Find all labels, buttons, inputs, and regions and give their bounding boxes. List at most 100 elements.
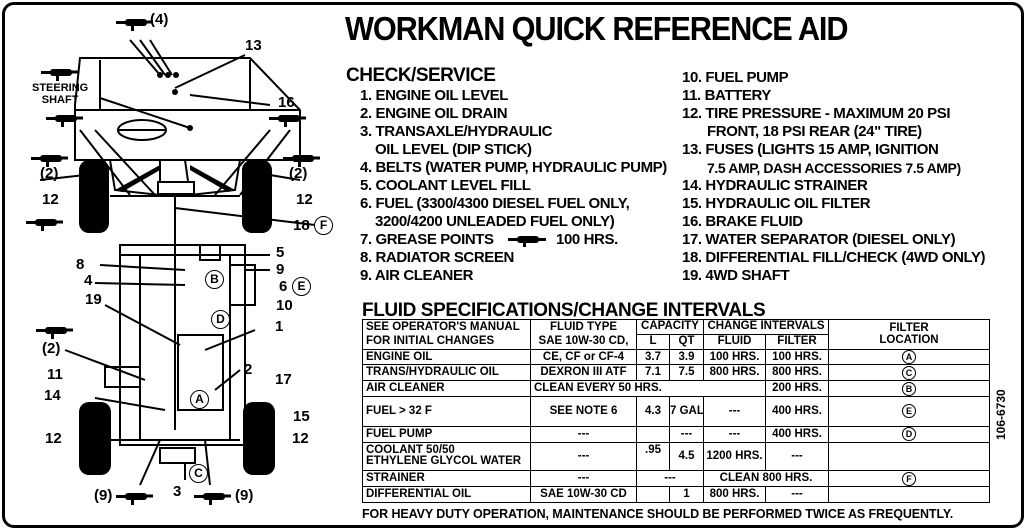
location-f-icon: F [902,471,917,486]
header-quarts: QT [669,333,704,350]
footer-note: FOR HEAVY DUTY OPERATION, MAINTENANCE SH… [362,507,954,521]
belt-right [190,165,235,192]
location-b-icon: B [902,381,917,396]
row-filter-interval: --- [764,441,830,472]
row-location: F [828,470,991,488]
row-location: E [828,396,991,427]
windshield-outline [99,60,251,111]
row-clean-note: CLEAN EVERY 50 HRS. [530,380,766,398]
check-item-3: 3. TRANSAXLE/HYDRAULIC [360,123,553,140]
coolant-line2: ETHYLENE GLYCOL WATER [366,455,522,468]
grease-gun-icon [508,236,546,247]
steering-shaft-label: STEERING SHAFT [32,82,88,106]
first-fluid-type: SAE 10W-30 CD, [530,334,637,350]
callout-12-left-bottom: 12 [45,430,62,447]
check-item-16: 16. BRAKE FLUID [682,213,803,230]
table-row: STRAINER --- --- CLEAN 800 HRS. F [362,470,991,488]
table-row: TRANS/HYDRAULIC OIL DEXRON III ATF 7.1 7… [362,364,991,382]
fuel-tank [229,264,256,306]
header-liters: L [636,333,670,350]
table-row: AIR CLEANER CLEAN EVERY 50 HRS. 200 HRS.… [362,380,991,398]
steering-label-line1: STEERING [32,82,89,94]
header-fluid-type: FLUID TYPE [530,319,637,335]
row-name: COOLANT 50/50 ETHYLENE GLYCOL WATER [362,441,531,472]
callout-19: 19 [85,291,102,308]
location-e-diagram: E [292,277,311,296]
row-quarts: --- [636,470,704,488]
callout-12-left-top: 12 [42,191,59,208]
row-location: A [828,348,991,366]
check-item-2: 2. ENGINE OIL DRAIN [360,105,508,122]
header-filter: FILTER [764,333,830,350]
row-clean-interval: CLEAN 800 HRS. [702,470,830,488]
callout-4-mid: 4 [84,272,93,289]
table-header-row: SEE OPERATOR'S MANUAL FLUID TYPE CAPACIT… [362,319,991,350]
callout-12-right-top: 12 [296,191,313,208]
row-name: ENGINE OIL [362,348,531,366]
row-fluid-interval: 100 HRS. [703,348,766,366]
callout-4-top: (4) [150,11,169,28]
row-filter-interval: --- [764,486,830,503]
machine-service-diagram [26,19,320,505]
row-name: DIFFERENTIAL OIL [362,486,531,503]
table-row: DIFFERENTIAL OIL SAE 10W-30 CD 1 800 HRS… [362,486,991,503]
callout-2-left: (2) [40,165,59,182]
tire-rear-left [79,402,111,475]
row-location: B [828,380,991,398]
page-title: WORKMAN QUICK REFERENCE AID [345,10,849,47]
check-item-12-cont: FRONT, 18 PSI REAR (24" TIRE) [707,123,922,140]
row-location [828,486,991,503]
check-item-4: 4. BELTS (WATER PUMP, HYDRAULIC PUMP) [360,159,667,176]
grease-interval: 100 HRS. [556,231,618,248]
check-item-1: 1. ENGINE OIL LEVEL [360,87,508,104]
row-type: --- [530,470,637,488]
check-item-9: 9. AIR CLEANER [360,267,474,284]
check-item-10: 10. FUEL PUMP [682,69,789,86]
check-item-11: 11. BATTERY [682,87,771,104]
header-initial-changes: FOR INITIAL CHANGES [362,334,531,350]
check-item-13: 13. FUSES (LIGHTS 15 AMP, IGNITION [682,141,939,158]
row-quarts: 7 GAL [669,396,704,427]
row-quarts: --- [669,425,704,443]
row-quarts: 3.9 [669,348,704,366]
callout-9: 9 [276,261,285,278]
filter-location-line1: FILTER [889,322,929,335]
callout-13: 13 [245,37,262,54]
check-item-13-cont: 7.5 AMP, DASH ACCESSORIES 7.5 AMP) [707,160,961,176]
callout-17: 17 [275,371,292,388]
row-fluid-interval: 1200 HRS. [703,441,766,472]
header-filter-location: FILTER LOCATION [828,319,991,350]
differential-housing [159,447,196,464]
callout-18: 18 [293,217,310,234]
row-type: SEE NOTE 6 [530,396,637,427]
battery [104,366,141,388]
check-item-15: 15. HYDRAULIC OIL FILTER [682,195,871,212]
engine-block [177,334,224,411]
header-capacity: CAPACITY [636,319,704,335]
location-c-diagram: C [189,464,208,483]
callout-9-bottom-right: (9) [235,487,254,504]
chassis-frame [119,244,246,446]
row-type: --- [530,425,637,443]
row-filter-interval: 400 HRS. [764,396,830,427]
row-liters: 3.7 [636,348,670,366]
check-item-6: 6. FUEL (3300/4300 DIESEL FUEL ONLY, [360,195,630,212]
tire-front-left [79,160,109,233]
filter-location-line2: LOCATION [879,334,939,347]
callout-6: 6 [279,278,288,295]
callout-15: 15 [293,408,310,425]
check-item-19: 19. 4WD SHAFT [682,267,790,284]
steering-label-line2: SHAFT [41,94,79,106]
table-row: ENGINE OIL CE, CF or CF-4 3.7 3.9 100 HR… [362,348,991,366]
row-quarts: 4.5 [669,441,704,472]
location-d-diagram: D [211,310,230,329]
callout-3: 3 [173,483,182,500]
header-change-intervals: CHANGE INTERVALS [702,319,830,335]
row-type: SAE 10W-30 CD [530,486,637,503]
row-name: FUEL > 32 F [362,396,531,427]
location-c-icon: C [902,365,917,380]
callout-14: 14 [44,387,61,404]
table-row: COOLANT 50/50 ETHYLENE GLYCOL WATER --- … [362,441,991,472]
callout-1: 1 [275,318,284,335]
